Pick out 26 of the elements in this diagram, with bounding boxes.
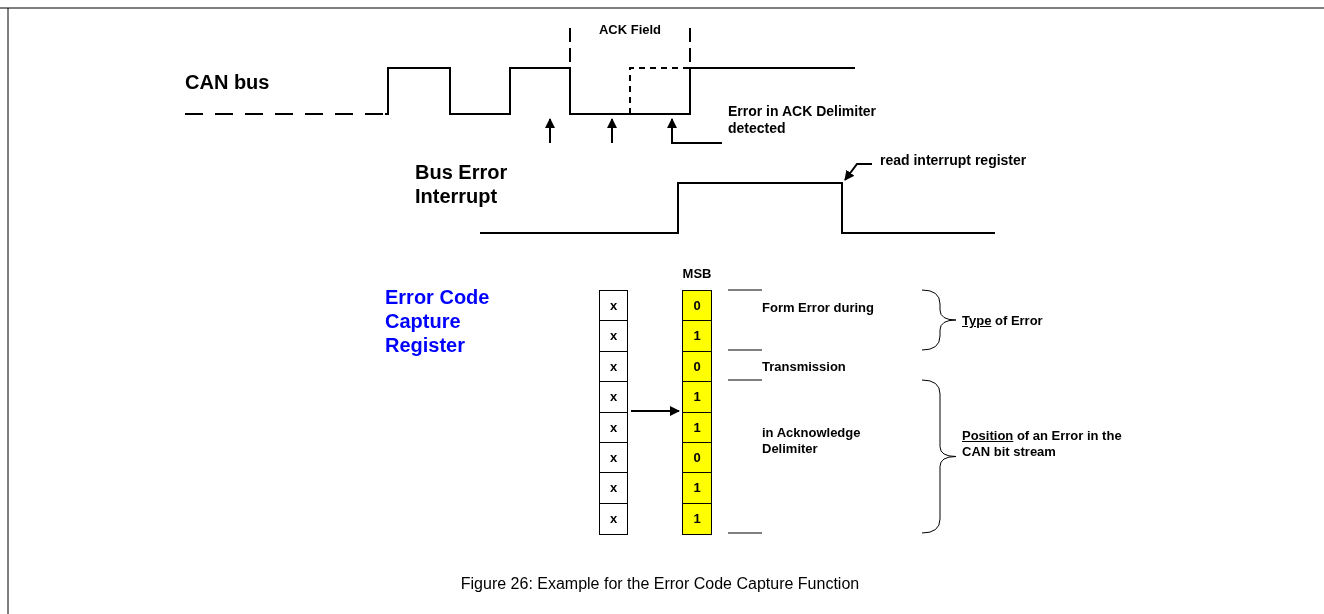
field-label: ACK Field: [598, 22, 662, 38]
leader-line: [844, 163, 873, 181]
register-column: [599, 290, 628, 536]
bit-field-description: in Acknowledge Delimiter: [762, 425, 862, 457]
annotation-text: read interrupt register: [880, 152, 1100, 169]
bit-field-description: Form Error during: [762, 300, 875, 316]
bit-field-description: Transmission: [762, 359, 847, 375]
register-bit: 1: [683, 473, 711, 504]
bracket-label: Position of an Error in the CAN bit stream: [962, 428, 1123, 460]
register-bit: 1: [683, 503, 711, 535]
bracket-label: Type of Error: [962, 313, 1044, 329]
register-bit: 0: [683, 351, 711, 383]
leader-line: [667, 118, 723, 144]
register-bit: 1: [683, 412, 711, 443]
register-column: [682, 290, 712, 536]
annotation-text: Error in ACK Delimiter detected: [728, 103, 908, 137]
bit-label: MSB: [681, 266, 713, 282]
signal-label: Bus Error Interrupt: [415, 160, 509, 208]
signal-label: CAN bus: [185, 70, 271, 94]
figure-caption: Figure 26: Example for the Error Code Capture Function: [459, 574, 861, 594]
register-bit: 0: [683, 442, 711, 474]
register-bit: 1: [683, 382, 711, 413]
register-title: Error Code Capture Register: [385, 285, 491, 357]
register-bit: 1: [683, 321, 711, 352]
arrow: [630, 406, 680, 416]
register-bit: 0: [683, 291, 711, 322]
